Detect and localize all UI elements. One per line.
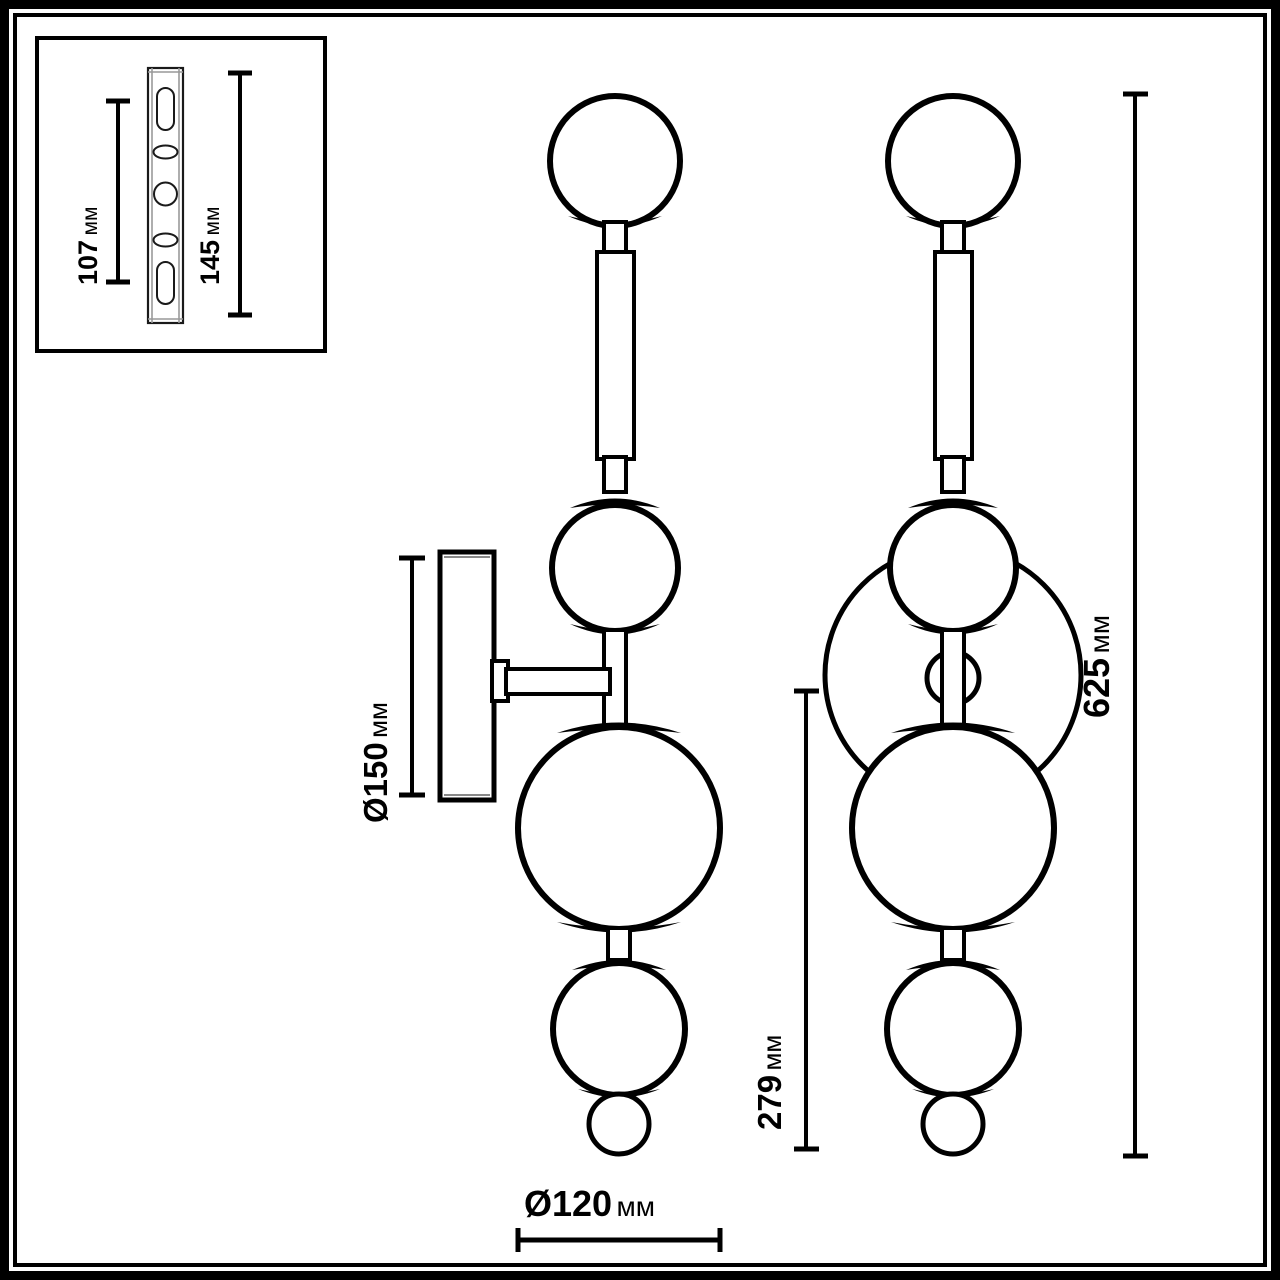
front-view-lamp-group — [794, 91, 1148, 1159]
globe-top-cap-side — [568, 216, 662, 227]
globe-large-front — [849, 724, 1057, 932]
dimension-unit-279: мм — [757, 1034, 787, 1071]
bracket-slot-bottom — [156, 261, 175, 305]
rod-junction-front — [940, 628, 966, 732]
side-view-lamp-group — [399, 93, 723, 1252]
globe-large-cap-bottom-side — [557, 922, 681, 933]
bracket-hole-lower-ellipse — [152, 232, 179, 248]
dimension-120 — [515, 1228, 723, 1252]
globe-lower-side — [550, 960, 688, 1098]
dimension-unit-625: мм — [1084, 614, 1115, 654]
wall-plate-side — [437, 549, 497, 803]
arm-side — [504, 667, 612, 696]
globe-large-side — [515, 724, 723, 932]
dimension-label-625: 625 мм — [1076, 614, 1117, 718]
dimension-value-120: Ø120 — [524, 1183, 613, 1224]
bracket-hole-upper-ellipse — [152, 144, 179, 160]
globe-lower-cap-top-front — [906, 960, 1000, 970]
globe-top-side — [547, 93, 683, 229]
globe-second-cap-bottom-side — [570, 624, 660, 635]
neck-upper-front — [940, 220, 966, 256]
dimension-unit-120: мм — [616, 1191, 656, 1222]
bracket-hole-center — [153, 181, 178, 207]
neck-mid-side — [602, 455, 628, 494]
dimension-value-150: Ø150 — [357, 742, 394, 823]
globe-lower-cap-bottom-front — [912, 1089, 994, 1098]
dimension-unit-145: мм — [201, 206, 224, 236]
dimension-value-625: 625 — [1076, 657, 1117, 718]
dimension-279 — [794, 688, 819, 1152]
globe-second-cap-top-side — [570, 498, 660, 508]
neck-upper-side — [602, 220, 628, 256]
globe-large-cap-bottom-front — [891, 922, 1015, 933]
globe-large-cap-top-front — [891, 722, 1015, 733]
dimension-label-150: Ø150 мм — [357, 702, 394, 823]
rod-upper-front — [933, 250, 974, 461]
dimension-value-145: 145 — [195, 239, 225, 285]
dimension-value-107: 107 — [73, 239, 103, 285]
neck-lower-side — [606, 926, 632, 962]
dimension-unit-107: мм — [79, 206, 102, 236]
neck-mid-front — [940, 455, 966, 494]
globe-second-cap-top-front — [908, 498, 998, 508]
globe-lower-front — [884, 960, 1022, 1098]
dimension-label-279: 279 мм — [751, 1034, 788, 1130]
globe-finial-front — [920, 1091, 986, 1157]
globe-second-cap-bottom-front — [908, 624, 998, 635]
globe-top-cap-front — [906, 216, 1000, 227]
dimension-label-107: 107 мм — [73, 206, 103, 285]
dimension-107 — [106, 98, 130, 285]
dimension-value-279: 279 — [751, 1074, 788, 1130]
dimension-150 — [399, 555, 425, 798]
globe-second-front — [887, 502, 1019, 634]
dimension-label-120: Ø120 мм — [524, 1186, 655, 1222]
dimension-625 — [1123, 91, 1148, 1159]
dimension-145 — [228, 70, 252, 318]
neck-lower-front — [940, 926, 966, 962]
bracket-inset-group — [35, 36, 327, 353]
bracket-slot-top — [156, 87, 175, 131]
globe-top-front — [885, 93, 1021, 229]
dimension-unit-150: мм — [363, 702, 393, 738]
dimension-label-145: 145 мм — [195, 206, 225, 285]
globe-lower-cap-top-side — [572, 960, 666, 970]
globe-second-side — [549, 502, 681, 634]
globe-large-cap-top-side — [557, 722, 681, 733]
globe-finial-side — [586, 1091, 652, 1157]
rod-upper-side — [595, 250, 636, 461]
globe-lower-cap-bottom-side — [578, 1089, 660, 1098]
